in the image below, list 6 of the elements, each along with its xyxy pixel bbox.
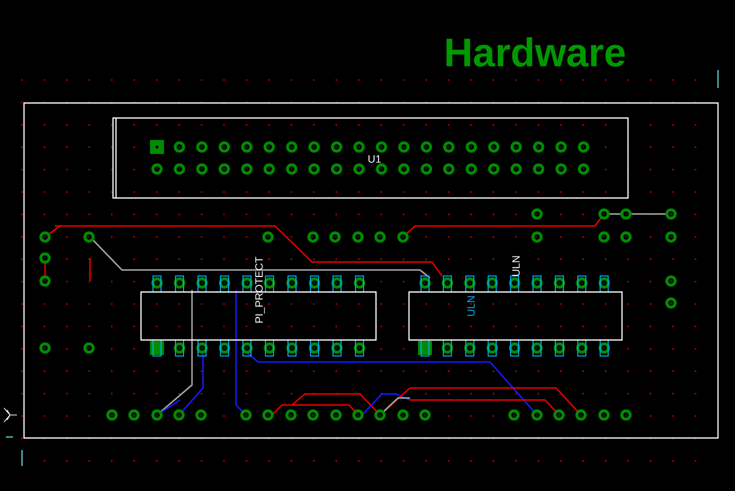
board-outline xyxy=(23,102,719,439)
title: Hardware xyxy=(446,37,625,67)
part-label: ULN xyxy=(512,256,520,276)
part-label: ULN xyxy=(467,296,475,316)
part-label: PI_PROTECT xyxy=(255,256,265,323)
part-label: U1 xyxy=(368,155,381,163)
